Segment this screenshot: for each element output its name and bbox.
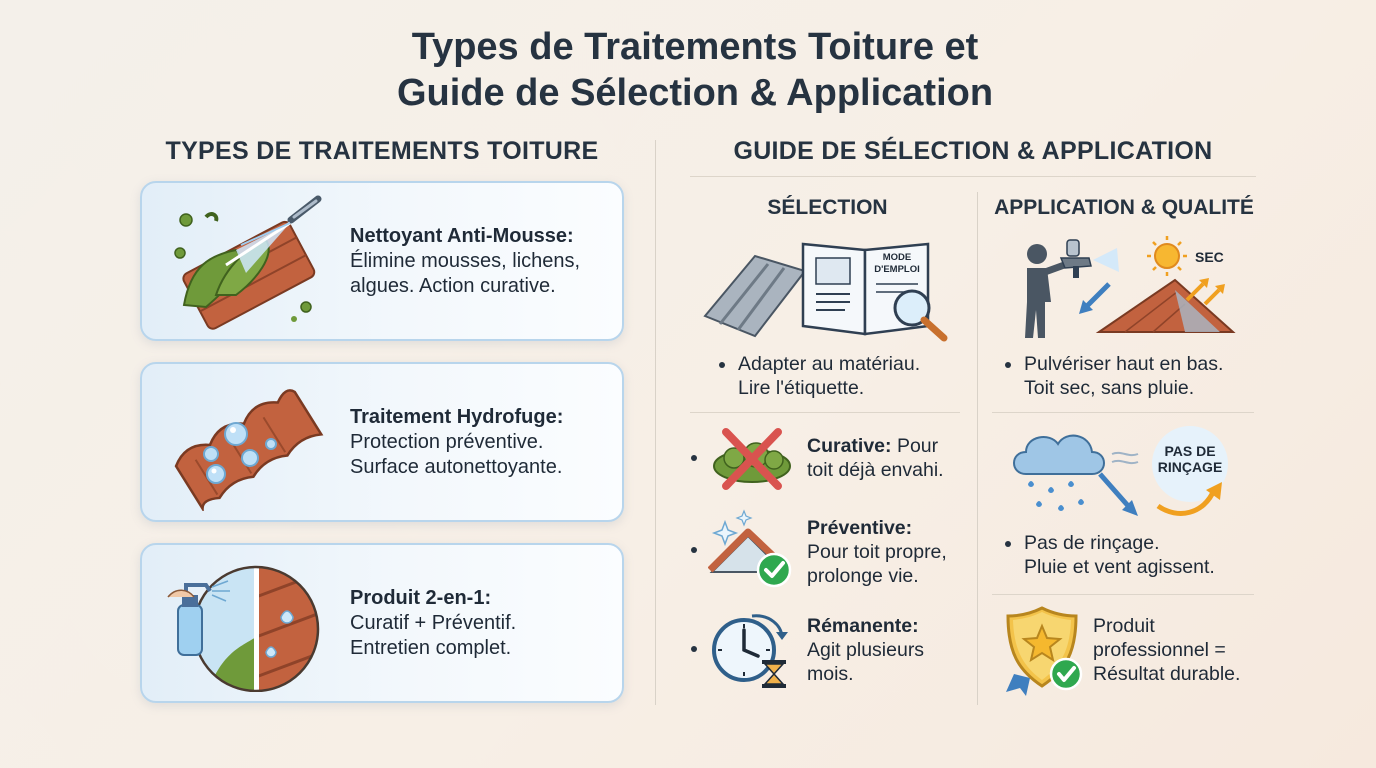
curative-bullet-dot — [691, 455, 697, 461]
pro-line2: professionnel = — [1093, 639, 1226, 661]
two-in-one-icon — [167, 565, 320, 692]
quality-shield-icon — [1006, 606, 1083, 696]
manual-and-tile-icon: MODE D'EMPLOI — [703, 242, 948, 342]
card-deux-en-un-line1: Curatif + Préventif. — [350, 611, 517, 634]
remanente-bullet-dot — [691, 646, 697, 652]
card-anti-mousse-title: Nettoyant Anti-Mousse: — [350, 224, 574, 247]
curative-line2: toit déjà envahi. — [807, 459, 944, 481]
card-hydrofuge-line2: Surface autonettoyante. — [350, 455, 563, 478]
application-bullet1-text: Pulvériser haut en bas. Toit sec, sans p… — [1024, 352, 1223, 400]
left-heading: TYPES DE TRAITEMENTS TOITURE — [165, 137, 599, 165]
application-divider-1 — [992, 412, 1254, 413]
card-hydrofuge-line1: Protection préventive. — [350, 430, 544, 453]
application-bullet2-line1: Pas de rinçage. — [1024, 532, 1160, 554]
card-deux-en-un-line2: Entretien complet. — [350, 636, 512, 659]
preventive-name: Préventive: — [807, 517, 913, 539]
pro-quality-text: Produit professionnel = Résultat durable… — [1093, 614, 1240, 686]
application-divider-2 — [992, 594, 1254, 595]
remanente-line3: mois. — [807, 663, 854, 685]
application-bullet2-text: Pas de rinçage. Pluie et vent agissent. — [1024, 531, 1215, 579]
application-heading: APPLICATION & QUALITÉ — [994, 196, 1254, 219]
right-heading: GUIDE DE SÉLECTION & APPLICATION — [733, 137, 1213, 165]
moss-spray-icon — [174, 195, 322, 330]
application-bullet2-line2: Pluie et vent agissent. — [1024, 556, 1215, 578]
curative-name: Curative: — [807, 435, 892, 457]
selection-bullet-line1: Adapter au matériau. — [738, 353, 921, 375]
application-bullet1-line1: Pulvériser haut en bas. — [1024, 353, 1224, 375]
cloud-icon — [1013, 434, 1105, 475]
selection-heading: SÉLECTION — [767, 196, 888, 219]
card-anti-mousse: Nettoyant Anti-Mousse: Élimine mousses, … — [140, 181, 624, 341]
spray-application-icon: SEC — [1025, 236, 1236, 338]
crossed-moss-icon — [713, 428, 791, 490]
selection-divider-1 — [690, 412, 960, 413]
person-sprayer-icon — [1025, 239, 1119, 338]
right-heading-underline — [690, 176, 1256, 177]
card-anti-mousse-text: Nettoyant Anti-Mousse: Élimine mousses, … — [350, 183, 610, 339]
card-anti-mousse-line2: algues. Action curative. — [350, 274, 556, 297]
card-hydrofuge-text: Traitement Hydrofuge: Protection prévent… — [350, 364, 610, 520]
preventive-bullet-dot — [691, 547, 697, 553]
preventive-line3: prolonge vie. — [807, 565, 919, 587]
card-anti-mousse-line1: Élimine mousses, lichens, — [350, 249, 581, 272]
pro-line1: Produit — [1093, 615, 1155, 637]
remanente-line2: Agit plusieurs — [807, 639, 925, 661]
card-hydrofuge-title: Traitement Hydrofuge: — [350, 405, 564, 428]
selection-bullet-dot — [719, 362, 725, 368]
no-rinse-line1: PAS DE — [1164, 443, 1215, 459]
sun-icon — [1147, 236, 1187, 276]
selection-bullet-line2: Lire l'étiquette. — [738, 377, 865, 399]
preventive-text: Préventive: Pour toit propre, prolonge v… — [807, 516, 947, 588]
hourglass-icon — [762, 660, 786, 688]
card-deux-en-un-text: Produit 2-en-1: Curatif + Préventif. Ent… — [350, 545, 610, 701]
curative-text: Curative: Pour toit déjà envahi. — [807, 434, 944, 482]
main-divider — [655, 140, 656, 705]
rain-no-rinse-icon: PAS DE RINÇAGE — [1013, 426, 1228, 516]
title-line-2: Guide de Sélection & Application — [396, 72, 994, 114]
application-bullet1-line2: Toit sec, sans pluie. — [1024, 377, 1195, 399]
water-drops-tile-icon — [174, 389, 324, 511]
application-bullet2-dot — [1005, 541, 1011, 547]
no-rinse-line2: RINÇAGE — [1158, 459, 1223, 475]
card-hydrofuge: Traitement Hydrofuge: Protection prévent… — [140, 362, 624, 522]
application-bullet1-dot — [1005, 362, 1011, 368]
roof-check-icon — [708, 509, 792, 588]
pro-line3: Résultat durable. — [1093, 663, 1241, 685]
page-title: Types de Traitements Toiture et Guide de… — [0, 24, 1376, 116]
right-column-divider — [977, 192, 978, 705]
title-line-1: Types de Traitements Toiture et — [411, 26, 979, 68]
manual-label-line1: MODE — [883, 252, 912, 263]
remanente-name: Rémanente: — [807, 615, 919, 637]
clock-hourglass-icon — [712, 614, 788, 688]
card-deux-en-un-title: Produit 2-en-1: — [350, 586, 492, 609]
remanente-text: Rémanente: Agit plusieurs mois. — [807, 614, 924, 686]
preventive-line2: Pour toit propre, — [807, 541, 947, 563]
manual-label-line2: D'EMPLOI — [874, 264, 920, 275]
magnifier-icon — [893, 289, 948, 342]
curative-rest: Pour — [891, 435, 939, 457]
selection-bullet-text: Adapter au matériau. Lire l'étiquette. — [738, 352, 920, 400]
sec-label: SEC — [1195, 249, 1224, 265]
card-deux-en-un: Produit 2-en-1: Curatif + Préventif. Ent… — [140, 543, 624, 703]
